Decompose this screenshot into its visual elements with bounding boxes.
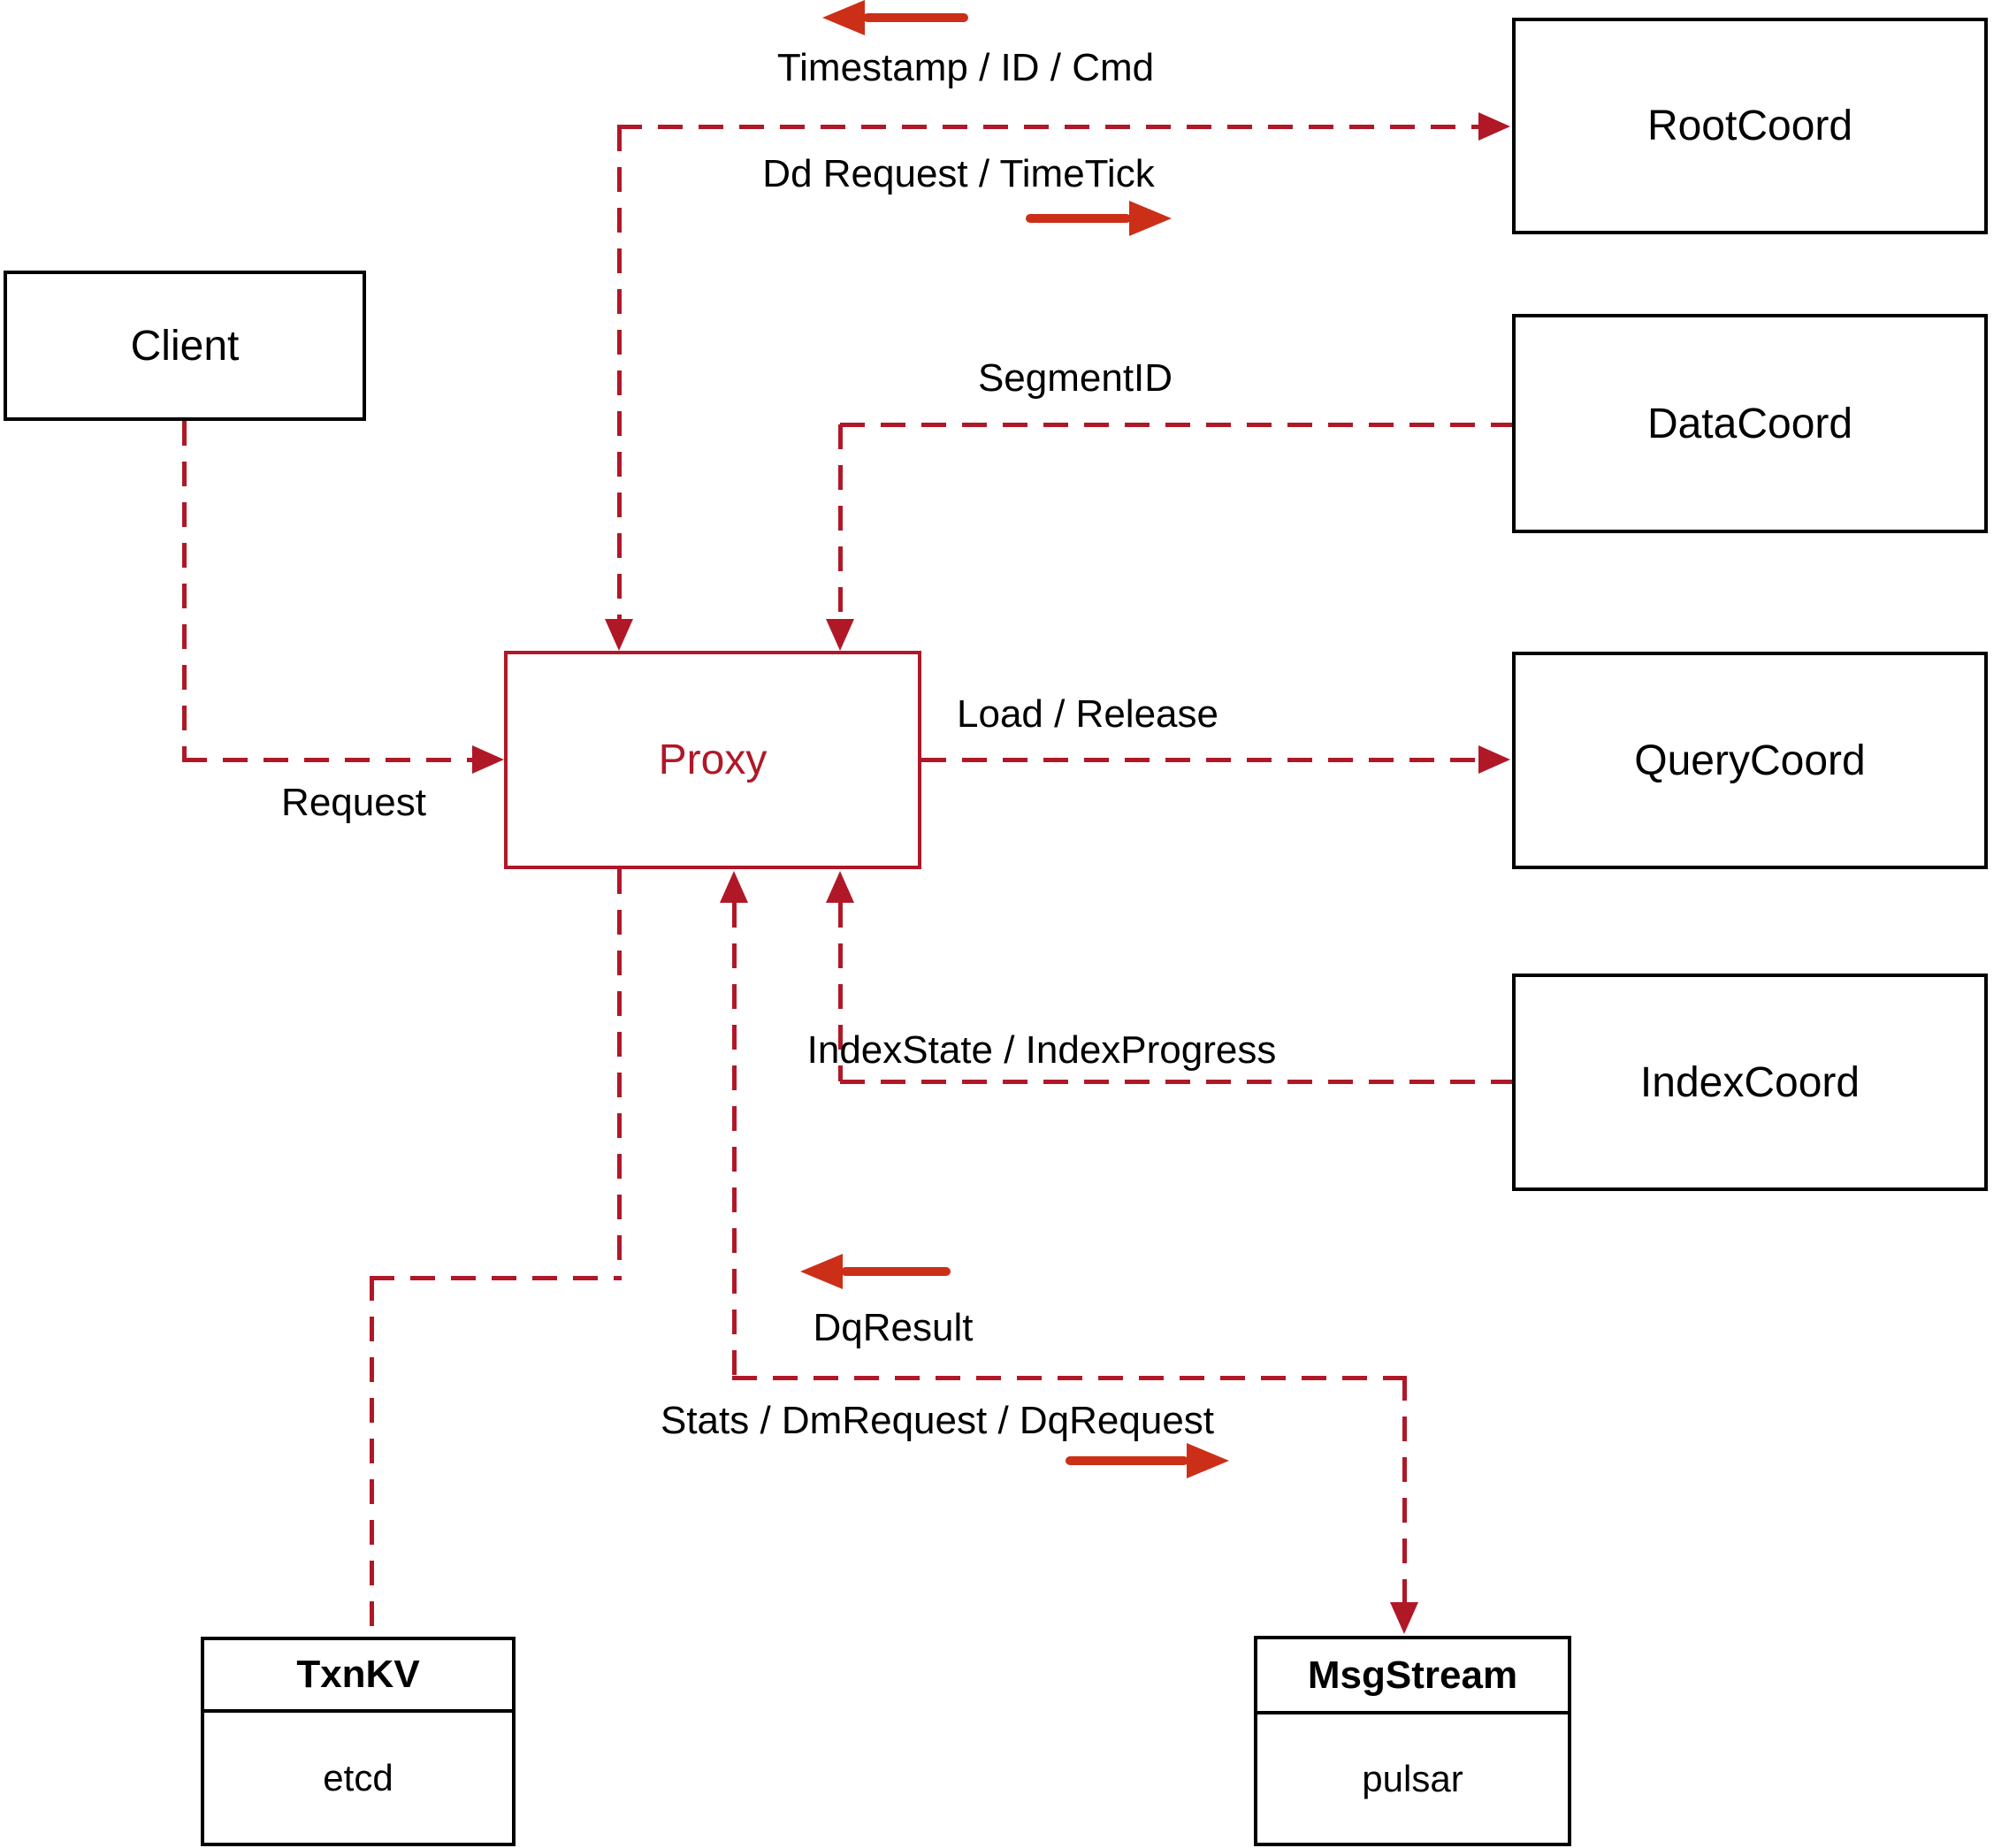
edge-label-timestamp-id-cmd: Timestamp / ID / Cmd bbox=[776, 46, 1155, 89]
node-proxy: Proxy bbox=[504, 651, 921, 869]
arrow-shaft bbox=[841, 1267, 951, 1276]
edge-client-proxy-horizontal bbox=[182, 758, 472, 762]
node-txnkv: TxnKV etcd bbox=[201, 1637, 516, 1846]
node-rootcoord: RootCoord bbox=[1512, 18, 1988, 234]
node-msgstream-title: MsgStream bbox=[1257, 1639, 1568, 1714]
node-datacoord-label: DataCoord bbox=[1646, 400, 1853, 447]
arrow-head-icon bbox=[1187, 1443, 1229, 1478]
node-indexcoord: IndexCoord bbox=[1512, 974, 1988, 1191]
edge-indexcoord-proxy-vertical bbox=[838, 903, 843, 1081]
node-querycoord: QueryCoord bbox=[1512, 652, 1988, 869]
edge-label-segment-id: SegmentID bbox=[977, 356, 1173, 400]
node-msgstream: MsgStream pulsar bbox=[1254, 1636, 1571, 1846]
arrowhead-into-querycoord bbox=[1478, 745, 1510, 774]
arrowhead-into-proxy-top-left bbox=[605, 619, 633, 651]
edge-indexcoord-proxy-horizontal bbox=[840, 1080, 1512, 1084]
node-querycoord-label: QueryCoord bbox=[1634, 737, 1866, 784]
edge-label-request: Request bbox=[281, 781, 426, 824]
arrow-head-icon bbox=[822, 0, 865, 35]
edge-rootcoord-proxy-vertical bbox=[617, 126, 622, 619]
node-datacoord: DataCoord bbox=[1512, 314, 1988, 533]
arrowhead-into-proxy-top-right bbox=[826, 619, 854, 651]
arrowhead-into-msgstream bbox=[1390, 1602, 1418, 1634]
arrow-shaft bbox=[1066, 1456, 1188, 1465]
arrow-shaft bbox=[863, 13, 968, 22]
edge-datacoord-proxy-horizontal bbox=[840, 423, 1512, 427]
edge-label-dd-request-timetick: Dd Request / TimeTick bbox=[762, 152, 1155, 195]
flow-arrow-left-dqresult-icon bbox=[800, 1254, 951, 1289]
node-proxy-label: Proxy bbox=[658, 737, 768, 783]
edge-proxy-querycoord bbox=[921, 758, 1478, 762]
edge-label-dq-result: DqResult bbox=[813, 1306, 974, 1349]
edge-proxy-txnkv-vertical1 bbox=[617, 869, 622, 1278]
edge-label-stats-dm-dq: Stats / DmRequest / DqRequest bbox=[660, 1399, 1215, 1442]
edge-label-load-release: Load / Release bbox=[957, 692, 1218, 736]
node-client: Client bbox=[4, 271, 366, 421]
arrowhead-into-rootcoord bbox=[1478, 112, 1510, 141]
node-txnkv-impl: etcd bbox=[323, 1756, 393, 1798]
edge-proxy-msgstream-vertical2 bbox=[1402, 1376, 1407, 1602]
edge-proxy-txnkv-vertical2 bbox=[370, 1276, 374, 1637]
node-indexcoord-label: IndexCoord bbox=[1639, 1058, 1860, 1106]
edge-proxy-msgstream-vertical1 bbox=[732, 903, 737, 1378]
flow-arrow-right-stats-icon bbox=[1066, 1443, 1229, 1478]
arrow-head-icon bbox=[800, 1254, 843, 1289]
arrowhead-into-proxy-left bbox=[472, 745, 504, 774]
arrow-head-icon bbox=[1129, 201, 1172, 236]
edge-label-index-state: IndexState / IndexProgress bbox=[806, 1028, 1277, 1072]
arrow-shaft bbox=[1026, 214, 1131, 223]
node-client-label: Client bbox=[130, 322, 240, 370]
arrowhead-into-proxy-bottom-right bbox=[826, 871, 854, 903]
arrowhead-into-proxy-bottom-left bbox=[720, 871, 748, 903]
edge-rootcoord-proxy-horizontal bbox=[617, 125, 1478, 129]
flow-arrow-right-ddrequest-icon bbox=[1026, 201, 1172, 236]
edge-datacoord-proxy-vertical bbox=[838, 424, 843, 619]
node-rootcoord-label: RootCoord bbox=[1646, 103, 1853, 149]
flow-arrow-left-timestamp-icon bbox=[822, 0, 968, 35]
node-msgstream-impl: pulsar bbox=[1362, 1757, 1463, 1799]
edge-client-proxy-vertical bbox=[182, 421, 187, 760]
edge-proxy-txnkv-horizontal bbox=[370, 1276, 622, 1280]
edge-proxy-msgstream-horizontal bbox=[732, 1376, 1406, 1380]
node-txnkv-title: TxnKV bbox=[204, 1640, 512, 1713]
